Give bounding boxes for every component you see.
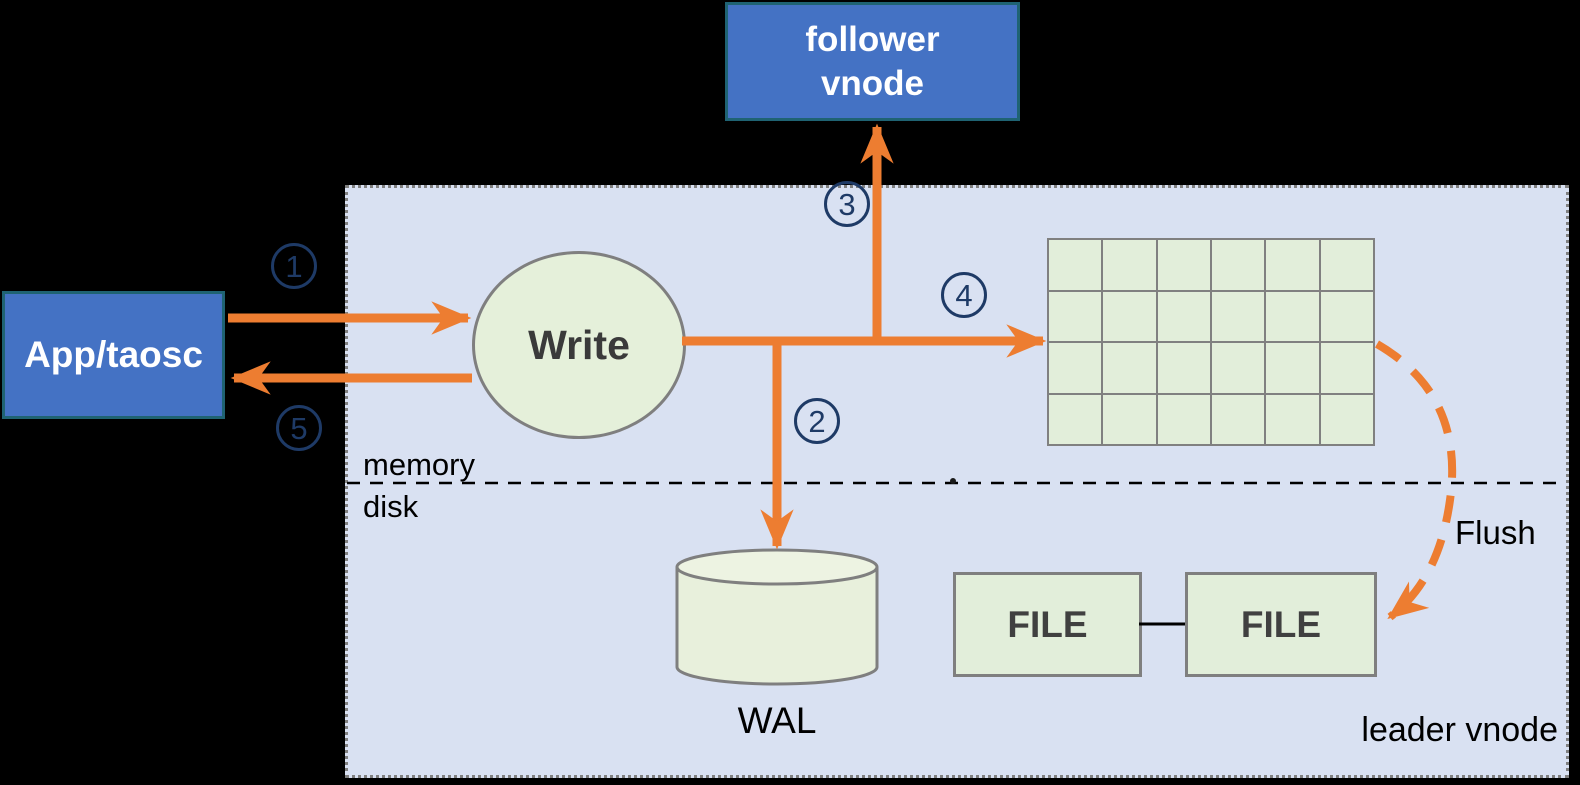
step-badge-2: 2 xyxy=(794,398,840,444)
follower-vnode-label-line2: vnode xyxy=(820,63,925,103)
memtable-cell xyxy=(1103,240,1156,290)
disk-label: disk xyxy=(363,489,419,524)
step-2-number: 2 xyxy=(808,403,826,439)
memtable-cell xyxy=(1157,394,1210,444)
memtable-cell xyxy=(1211,343,1265,393)
memtable-cell xyxy=(1103,291,1156,341)
file-node-1: FILE xyxy=(953,572,1142,677)
memtable-cell xyxy=(1049,291,1102,341)
memtable-cell xyxy=(1211,394,1265,444)
leader-vnode-label: leader vnode xyxy=(1361,711,1558,749)
memtable-grid xyxy=(1047,238,1375,446)
step-badge-3: 3 xyxy=(824,181,870,227)
write-process-node: Write xyxy=(472,251,686,439)
memtable-cell xyxy=(1266,291,1319,341)
step-3-number: 3 xyxy=(838,186,856,222)
memtable-cell xyxy=(1103,343,1156,393)
file-node-2: FILE xyxy=(1185,572,1377,677)
step-badge-5: 5 xyxy=(276,405,322,451)
write-label: Write xyxy=(528,321,630,368)
memtable-cell xyxy=(1266,394,1319,444)
step-1-number: 1 xyxy=(285,248,303,284)
memtable-cell xyxy=(1266,240,1319,290)
follower-vnode-node: follower vnode xyxy=(725,2,1020,121)
memtable-cell xyxy=(1157,291,1210,341)
step-5-number: 5 xyxy=(290,410,308,446)
step-badge-4: 4 xyxy=(941,272,987,318)
memtable-cell xyxy=(1157,343,1210,393)
memtable-cell xyxy=(1320,343,1373,393)
follower-vnode-label-line1: follower xyxy=(805,19,940,59)
step-4-number: 4 xyxy=(955,277,973,313)
flush-label: Flush xyxy=(1455,514,1536,551)
memtable-cell xyxy=(1103,394,1156,444)
memtable-cell xyxy=(1320,394,1373,444)
memtable-cell xyxy=(1320,291,1373,341)
file-1-label: FILE xyxy=(1007,603,1088,645)
memtable-cell xyxy=(1266,343,1319,393)
memtable-cell xyxy=(1049,394,1102,444)
step-badge-1: 1 xyxy=(271,243,317,289)
memtable-cell xyxy=(1211,291,1265,341)
memtable-cell xyxy=(1320,240,1373,290)
app-taosc-node: App/taosc xyxy=(2,291,225,419)
memtable-cell xyxy=(1049,240,1102,290)
app-taosc-label: App/taosc xyxy=(24,334,203,375)
memtable-cell xyxy=(1157,240,1210,290)
memtable-cell xyxy=(1049,343,1102,393)
wal-label: WAL xyxy=(737,700,817,741)
memory-label: memory xyxy=(363,447,475,482)
memtable-cell xyxy=(1211,240,1265,290)
file-2-label: FILE xyxy=(1240,603,1322,645)
